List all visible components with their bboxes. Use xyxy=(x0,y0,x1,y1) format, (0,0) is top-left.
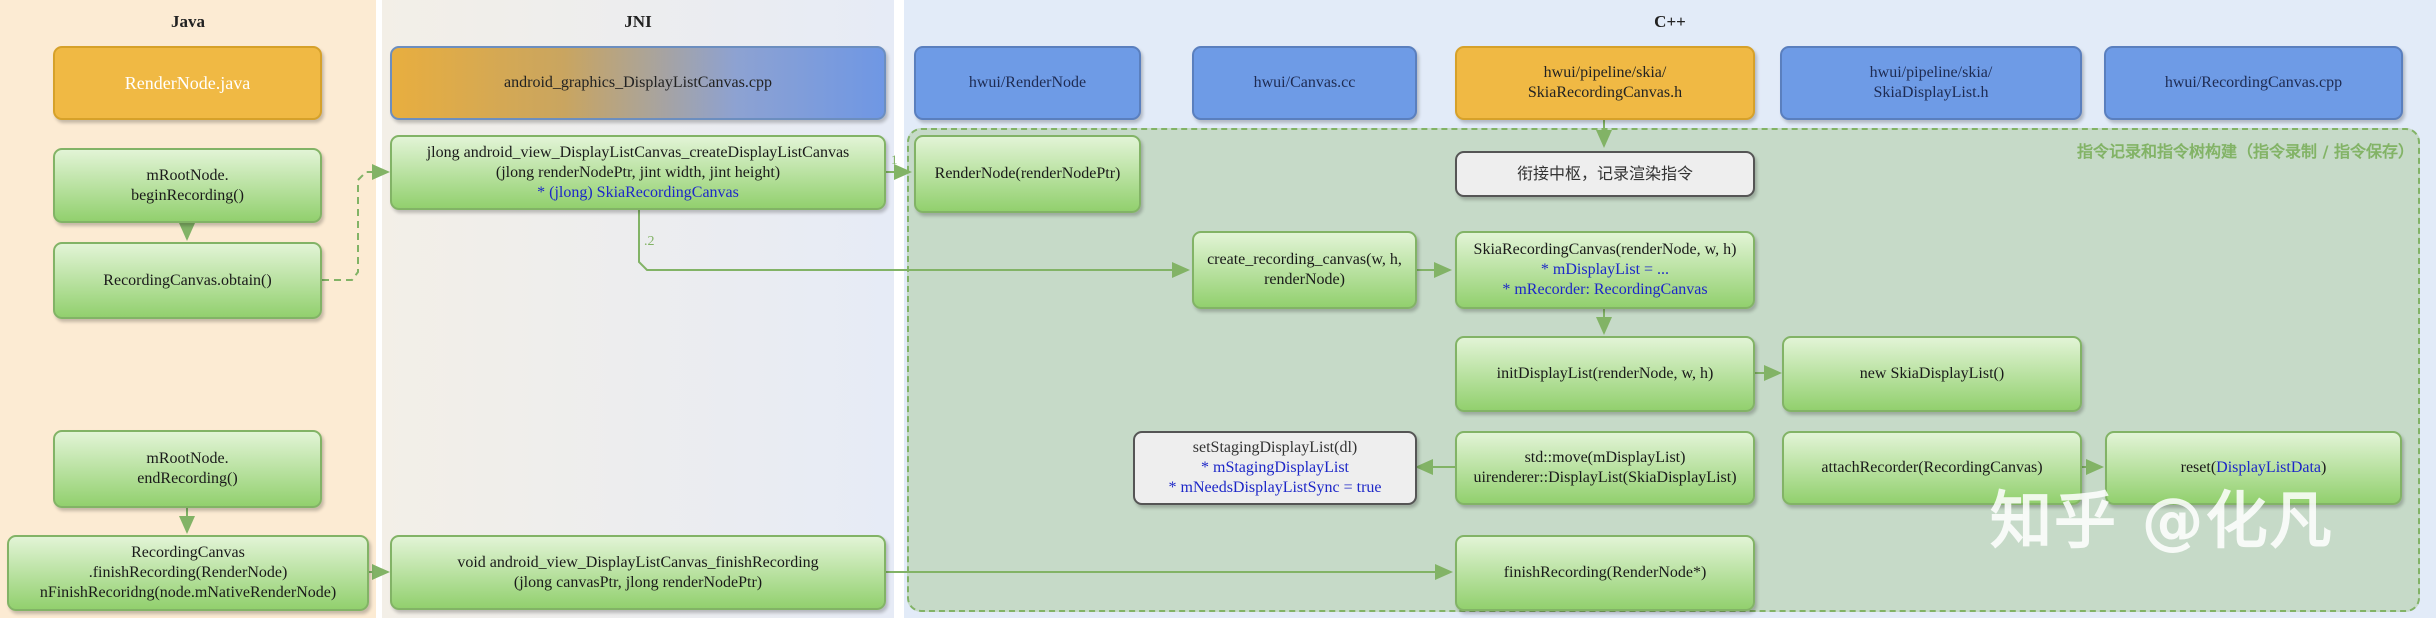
node-finish-recording-cpp: finishRecording(RenderNode*) xyxy=(1455,535,1755,611)
edge-label-two: .2 xyxy=(644,234,655,249)
node-create-display-list-canvas: jlong android_view_DisplayListCanvas_cre… xyxy=(390,135,886,210)
header-recording-canvas-cpp: hwui/RecordingCanvas.cpp xyxy=(2104,46,2403,120)
jni-lane-title: JNI xyxy=(624,12,652,31)
node-begin-recording: mRootNode. beginRecording() xyxy=(53,148,322,223)
group-label: 指令记录和指令树构建（指令录制 / 指令保存） xyxy=(2077,142,2414,161)
node-hub-note: 衔接中枢，记录渲染指令 xyxy=(1455,151,1755,197)
node-std-move: std::move(mDisplayList) uirenderer::Disp… xyxy=(1455,431,1755,505)
node-recording-canvas-obtain: RecordingCanvas.obtain() xyxy=(53,242,322,319)
header-skia-recording-canvas: hwui/pipeline/skia/ SkiaRecordingCanvas.… xyxy=(1455,46,1755,120)
node-attach-recorder: attachRecorder(RecordingCanvas) xyxy=(1782,431,2082,505)
header-render-node-java: RenderNode.java xyxy=(53,46,322,120)
header-skia-display-list: hwui/pipeline/skia/ SkiaDisplayList.h xyxy=(1780,46,2082,120)
watermark: 知乎 @化凡 xyxy=(1990,484,2334,557)
node-init-display-list: initDisplayList(renderNode, w, h) xyxy=(1455,336,1755,412)
node-render-node-ctor: RenderNode(renderNodePtr) xyxy=(914,135,1141,213)
edge-label-one: 1 xyxy=(891,152,898,167)
node-create-recording-canvas: create_recording_canvas(w, h, renderNode… xyxy=(1192,231,1417,309)
cpp-lane-title: C++ xyxy=(1654,12,1686,31)
node-reset: reset(DisplayListData) xyxy=(2105,431,2402,505)
node-finish-recording-jni: void android_view_DisplayListCanvas_fini… xyxy=(390,535,886,610)
node-new-skia-display-list: new SkiaDisplayList() xyxy=(1782,336,2082,412)
header-hwui-rendernode: hwui/RenderNode xyxy=(914,46,1141,120)
node-skia-recording-canvas-ctor: SkiaRecordingCanvas(renderNode, w, h) * … xyxy=(1455,231,1755,309)
recording-group xyxy=(907,128,2420,612)
header-jni-cpp: android_graphics_DisplayListCanvas.cpp xyxy=(390,46,886,120)
header-hwui-canvas: hwui/Canvas.cc xyxy=(1192,46,1417,120)
node-end-recording: mRootNode. endRecording() xyxy=(53,430,322,508)
node-finish-recording-java: RecordingCanvas .finishRecording(RenderN… xyxy=(7,535,369,611)
node-set-staging-display-list: setStagingDisplayList(dl) * mStagingDisp… xyxy=(1133,431,1417,505)
java-lane-title: Java xyxy=(171,12,205,31)
